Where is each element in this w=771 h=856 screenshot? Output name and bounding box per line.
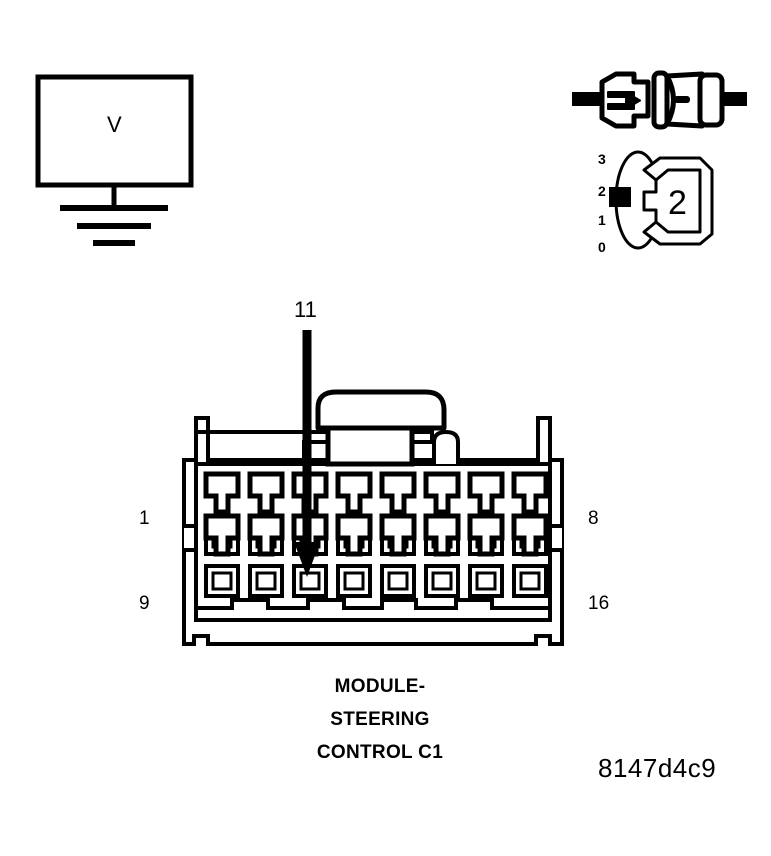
male-pin-arrow <box>607 91 641 110</box>
cavity-row-bottom <box>203 513 549 598</box>
cavity-cell[interactable] <box>467 513 505 598</box>
cavity-cell[interactable] <box>247 513 285 598</box>
voltmeter-symbol-label: V <box>107 112 122 137</box>
inline-connector-svg <box>572 70 747 130</box>
right-wire-stub <box>720 92 747 106</box>
right-latch-notch <box>548 524 562 552</box>
connector-bottom-ledge <box>194 598 552 620</box>
dial-label-2: 2 <box>598 183 606 199</box>
cavity-cell[interactable] <box>335 513 373 598</box>
pin-label-bottom-right: 16 <box>588 593 610 614</box>
dial-face-value: 2 <box>668 184 687 222</box>
left-latch-notch <box>184 524 198 552</box>
latch-post <box>432 429 460 464</box>
left-wire-stub <box>572 92 602 106</box>
rotary-switch-group[interactable]: 3 2 1 0 2 <box>598 148 725 255</box>
rotary-switch-svg[interactable] <box>600 148 725 253</box>
seal-ring <box>651 70 670 130</box>
voltmeter-svg <box>35 74 194 246</box>
connector-housing-group[interactable] <box>176 372 572 662</box>
voltmeter-group: V <box>25 66 215 261</box>
latch-right-shoulder <box>412 430 434 444</box>
dial-label-1: 1 <box>598 212 606 228</box>
cavity-cell[interactable] <box>423 513 461 598</box>
dial-label-3: 3 <box>598 151 606 167</box>
female-body-rear <box>697 72 725 128</box>
cavity-cell[interactable] <box>511 513 549 598</box>
caption-line-1: MODULE- <box>334 676 426 697</box>
pin-label-top-left: 1 <box>139 508 150 529</box>
dial-knob-face-edge <box>655 168 702 234</box>
dial-label-0: 0 <box>598 239 606 255</box>
inline-connector-group <box>572 68 747 140</box>
connector-caption: MODULE- STEERING CONTROL C1 <box>240 676 520 764</box>
socket-slot <box>674 96 690 103</box>
reference-code: 8147d4c9 <box>598 753 717 783</box>
cavity-cell[interactable] <box>203 513 241 598</box>
latch-arch <box>315 389 447 431</box>
pin-label-bottom-left: 9 <box>139 593 150 614</box>
dial-position-marker <box>609 187 631 207</box>
caption-line-2: STEERING <box>330 709 430 730</box>
pin-label-top-right: 8 <box>588 508 599 529</box>
dial-knob-body[interactable] <box>642 156 714 246</box>
cavity-cell[interactable] <box>379 513 417 598</box>
caption-line-3: CONTROL C1 <box>316 742 444 763</box>
latch-pedestal <box>325 425 415 467</box>
probe-pin-number-label: 11 <box>294 297 317 322</box>
connector-housing-svg[interactable] <box>176 372 572 662</box>
